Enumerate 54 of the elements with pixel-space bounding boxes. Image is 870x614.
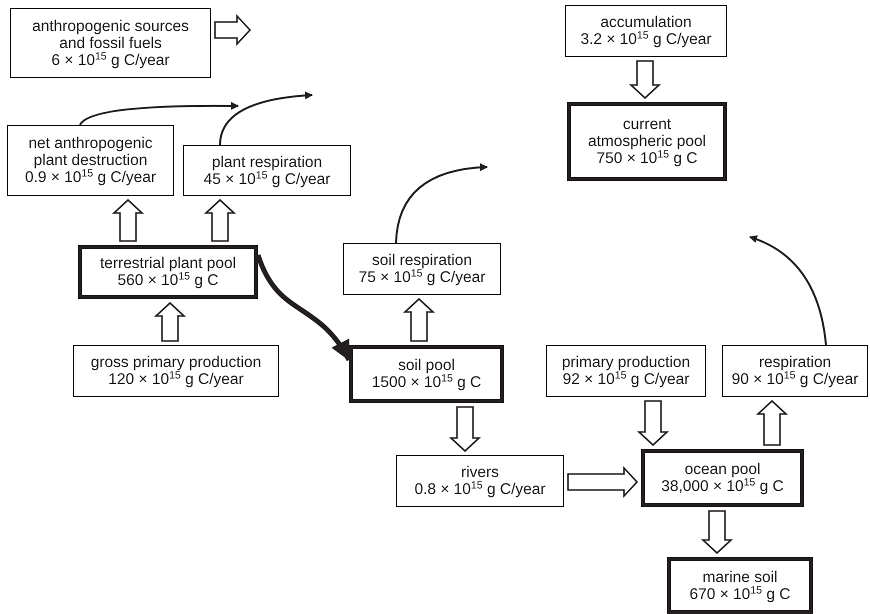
node-title: gross primary production (90, 354, 262, 371)
carbon-amount: 670 × 10$^{15}$ g C (690, 586, 790, 602)
flux-box (722, 345, 868, 397)
carbon-amount: 0.8 × 10$^{15}$ g C/year (414, 481, 546, 498)
carbon-amount: 75 × 10$^{15}$ g C/year (358, 269, 486, 286)
block-arrow (204, 198, 236, 242)
node-title: ocean pool (684, 461, 760, 478)
block-arrow (628, 60, 662, 100)
carbon-amount: 38,000 × 10$^{15}$ g C (661, 478, 784, 495)
node-title: soil pool (398, 357, 455, 374)
flux-box (7, 125, 174, 196)
node-title: marine soil (702, 568, 778, 586)
block-arrow (756, 400, 788, 446)
flux-box (73, 345, 279, 397)
pool-box (667, 557, 813, 614)
node-title: soil respiration (372, 252, 472, 269)
node-title: rivers (461, 464, 499, 481)
block-arrow (154, 302, 186, 342)
node-title: respiration (758, 354, 832, 371)
block-arrow (636, 400, 670, 446)
flux-box (343, 243, 501, 295)
pool-box (349, 345, 504, 403)
pool-box (567, 102, 727, 181)
block-arrow (448, 406, 482, 452)
block-arrow (214, 14, 252, 46)
flux-box (10, 8, 211, 78)
carbon-amount: 92 × 10$^{15}$ g C/year (562, 371, 690, 388)
flux-box (396, 455, 564, 507)
carbon-amount: 90 × 10$^{15}$ g C/year (732, 371, 858, 388)
flux-box (546, 345, 706, 397)
carbon-amount: 1500 × 10$^{15}$ g C (372, 374, 482, 391)
carbon-amount: 750 × 10$^{15}$ g C (596, 150, 698, 167)
curved-arrow (219, 92, 313, 146)
node-title: plant respiration (212, 154, 322, 170)
node-title: primary production (562, 354, 690, 371)
carbon-amount: 45 × 10$^{15}$ g C/year (204, 170, 330, 188)
pool-box (641, 449, 804, 507)
block-arrow (112, 198, 144, 242)
curved-arrow (79, 102, 239, 126)
flux-box (183, 145, 351, 196)
node-title: accumulation (600, 14, 692, 31)
block-arrow (567, 466, 638, 498)
block-arrow (402, 298, 436, 342)
pool-box (78, 245, 258, 299)
carbon-amount: 3.2 × 10$^{15}$ g C/year (580, 31, 712, 48)
carbon-amount: 0.9 × 10$^{15}$ g C/year (24, 169, 156, 186)
carbon-amount: 6 × 10$^{15}$ g C/year (51, 52, 170, 68)
curved-arrow (395, 164, 488, 244)
carbon-amount: 120 × 10$^{15}$ g C/year (108, 371, 244, 388)
flux-box (565, 5, 727, 57)
carbon-amount: 560 × 10$^{15}$ g C (118, 272, 218, 289)
curved-arrow (749, 236, 827, 346)
node-title: terrestrial plant pool (100, 255, 236, 272)
block-arrow (700, 510, 734, 554)
